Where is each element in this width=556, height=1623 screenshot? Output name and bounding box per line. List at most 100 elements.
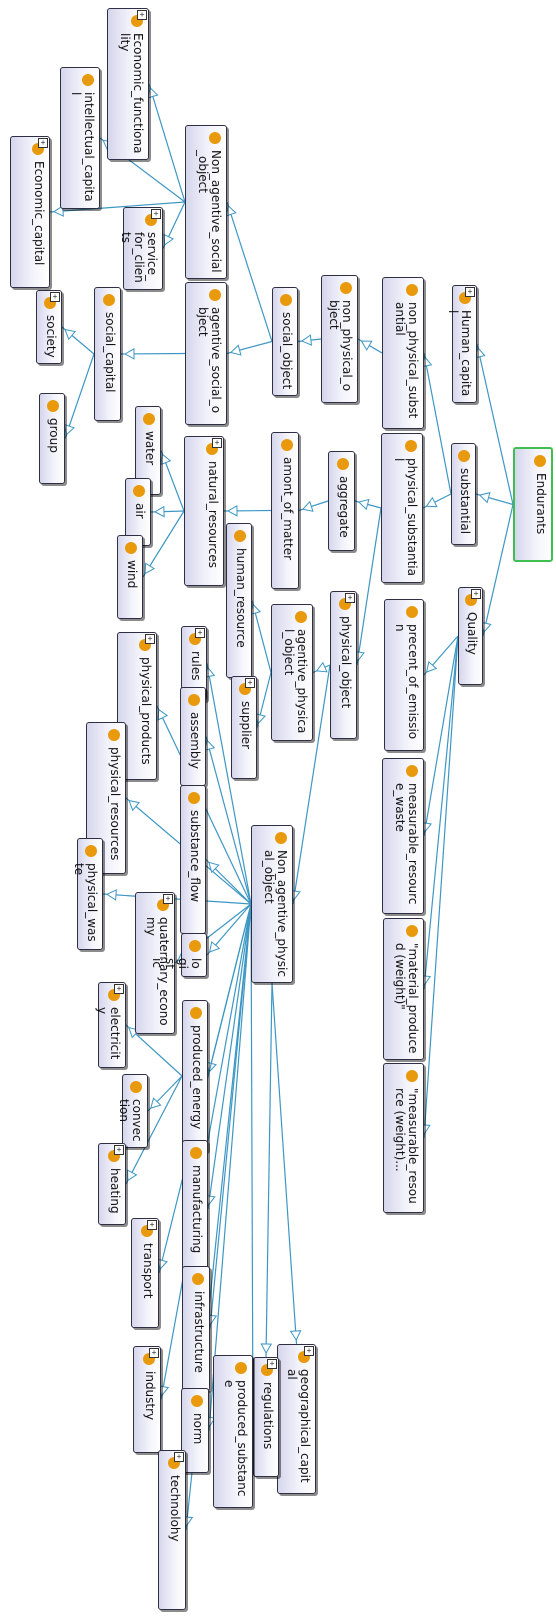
node-non-physical-object[interactable]: non_physical_object	[321, 275, 358, 403]
expand-plus-icon[interactable]: +	[147, 1220, 157, 1230]
node-electricity[interactable]: electricity+	[95, 982, 126, 1068]
node-manufacturing[interactable]: manufacturing	[182, 1140, 208, 1278]
edge-non_agentive_physical_object-to-infrastructure	[209, 903, 252, 1329]
node-convection[interactable]: convection	[117, 1074, 148, 1148]
node-substantial[interactable]: substantial	[451, 443, 476, 545]
node-material-produced-weight[interactable]: "material_produced (weight)"	[383, 918, 424, 1060]
node-agentive-physical-object[interactable]: agentive_physical_object	[271, 604, 313, 741]
edge-non_agentive_physical_object-to-geographical_capital	[271, 982, 298, 1345]
node-content: service_for_clients	[119, 208, 162, 291]
edge-arrowhead	[105, 889, 117, 901]
expand-plus-icon[interactable]: +	[151, 209, 161, 219]
node-wind[interactable]: wind	[117, 535, 143, 619]
node-label: service_for_clients	[119, 232, 159, 283]
expand-plus-icon[interactable]: +	[149, 1348, 159, 1358]
node-technolohy[interactable]: technolohy+	[158, 1450, 186, 1610]
expand-plus-icon[interactable]: +	[345, 593, 355, 603]
edge-arrowhead	[144, 562, 156, 575]
node-economic-functionality[interactable]: Economic_functionality+	[107, 8, 149, 160]
expand-plus-icon[interactable]: +	[471, 589, 481, 599]
edge-non_agentive_social_object-to-economic_functionality	[148, 83, 186, 203]
expand-plus-icon[interactable]: +	[304, 1346, 314, 1356]
edge-arrowhead	[260, 1343, 273, 1355]
node-industry[interactable]: industry+	[133, 1346, 161, 1453]
node-label: substance_flow	[188, 810, 202, 903]
edge-social_object-to-non_agentive_social_object	[226, 201, 273, 342]
node-precent-of-emission[interactable]: precent_of_emission	[384, 599, 424, 751]
expand-plus-icon[interactable]: +	[38, 138, 48, 148]
node-natural-resources[interactable]: natural_resources+	[184, 436, 224, 586]
node-aggregate[interactable]: aggregate	[328, 451, 355, 551]
edge-quality-to-measurable_resource_weight	[423, 635, 459, 1139]
node-content: Non_agentive_social_object	[184, 126, 226, 280]
node-produced-energy[interactable]: produced_energy	[182, 1000, 208, 1152]
node-group[interactable]: group	[39, 393, 65, 484]
node-geographical-capital[interactable]: geographical_capital+	[277, 1344, 316, 1494]
node-amont-of-matter[interactable]: amont_of_matter	[271, 432, 299, 589]
node-human-capital[interactable]: Human_capital+	[446, 285, 477, 403]
node-physical-substantial[interactable]: physical_substantial	[381, 433, 423, 583]
node-air[interactable]: air	[125, 478, 151, 546]
edge-agentive_physical_object-to-human_resource	[251, 600, 272, 673]
expand-plus-icon[interactable]: +	[212, 438, 222, 448]
node-measurable-resource-weight[interactable]: "measurable_resource (weight)...	[383, 1063, 424, 1213]
edge-arrowhead	[123, 348, 135, 360]
node-economic-capital[interactable]: Economic_capital +	[10, 136, 50, 288]
node-label: amont_of_matter	[281, 457, 295, 561]
node-social-object[interactable]: social_object	[272, 287, 298, 396]
class-dot-icon	[406, 765, 418, 777]
edge-arrowhead	[128, 799, 141, 812]
node-heating[interactable]: heating+	[98, 1143, 126, 1225]
node-non-physical-substantial[interactable]: non_physical_substantial	[382, 277, 424, 429]
expand-plus-icon[interactable]: +	[114, 984, 124, 994]
expand-plus-icon[interactable]: +	[114, 1145, 124, 1155]
expand-plus-icon[interactable]: +	[267, 1359, 277, 1369]
node-society[interactable]: society+	[36, 290, 62, 364]
node-label: infrastructure	[192, 1291, 206, 1373]
edge-physical_object-to-agentive_physical_object	[312, 664, 331, 674]
node-quaternary-economy[interactable]: quaternary_economy +	[135, 892, 175, 1034]
node-label: Economic_capital	[32, 161, 46, 266]
expand-plus-icon[interactable]: +	[163, 894, 173, 904]
node-content: agentive_social_object	[184, 283, 226, 426]
expand-plus-icon[interactable]: +	[50, 292, 60, 302]
node-content: Economic_capital	[9, 137, 49, 289]
node-content: "material_produced (weight)"	[382, 919, 423, 1061]
node-endurants[interactable]: Endurants	[513, 447, 553, 562]
node-non-agentive-social-object[interactable]: Non_agentive_social_object	[185, 125, 227, 279]
class-dot-icon	[340, 282, 352, 294]
expand-plus-icon[interactable]: +	[145, 634, 155, 644]
expand-plus-icon[interactable]: +	[245, 678, 255, 688]
node-physical-object[interactable]: physical_object +	[330, 591, 357, 739]
node-label: agentive_physical_object	[282, 629, 309, 734]
node-human-resource[interactable]: human_resource	[226, 523, 252, 678]
node-substance-flow[interactable]: substance_flow	[180, 785, 206, 934]
node-label: quaternary_economy	[144, 917, 171, 1026]
expand-plus-icon[interactable]: +	[137, 10, 147, 20]
node-service-for-clients[interactable]: service_for_clients +	[119, 207, 163, 291]
node-content: physical_substantial	[380, 434, 422, 584]
expand-plus-icon[interactable]: +	[465, 287, 475, 297]
node-label: logistic	[150, 958, 203, 969]
node-agentive-social-object[interactable]: agentive_social_object	[185, 282, 227, 425]
node-non-agentive-physical-object[interactable]: Non_agentive_physical_object	[251, 825, 293, 983]
edge-arrowhead	[289, 1330, 302, 1342]
node-measurable-resource-waste[interactable]: measurable_resource_waste	[382, 758, 424, 914]
edge-arrowhead	[157, 708, 169, 721]
node-quality[interactable]: Quality+	[458, 587, 483, 685]
node-assembly[interactable]: assembly	[180, 687, 206, 786]
node-transport[interactable]: transport+	[131, 1218, 159, 1328]
expand-plus-icon[interactable]: +	[195, 628, 205, 638]
node-supplier[interactable]: supplier+	[231, 676, 257, 779]
node-physical-waste[interactable]: physical_waste	[72, 838, 103, 950]
node-infrastructure[interactable]: infrastructure	[182, 1266, 210, 1391]
node-produced-substance[interactable]: produced_substance	[213, 1355, 253, 1508]
node-label: physical_object	[339, 616, 353, 709]
expand-plus-icon[interactable]: +	[174, 1452, 184, 1462]
node-intellectual-capital[interactable]: intellectual_capital	[60, 67, 100, 209]
edge-arrowhead	[225, 204, 237, 217]
node-logistic[interactable]: logistic	[150, 933, 207, 977]
node-regulations[interactable]: regulations+	[253, 1357, 279, 1477]
node-social-capital[interactable]: social_capital	[94, 287, 121, 421]
